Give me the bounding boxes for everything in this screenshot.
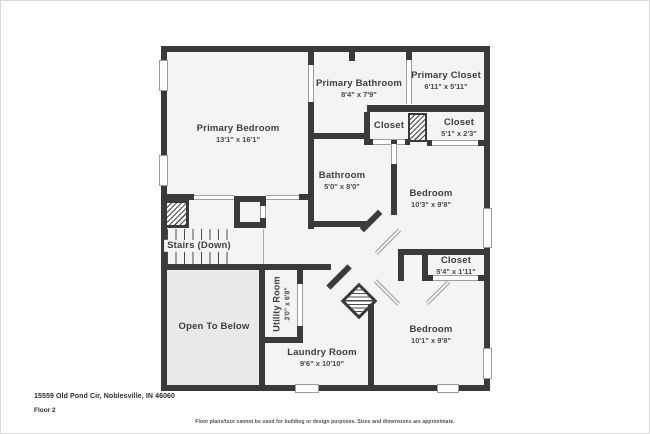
window xyxy=(159,155,168,186)
wall-segment xyxy=(405,139,410,145)
room-label-stairs: Stairs (Down) xyxy=(164,239,234,253)
door-opening xyxy=(308,65,314,102)
wall-segment xyxy=(234,196,266,202)
wall-segment xyxy=(260,218,266,228)
wall-segment xyxy=(299,194,308,200)
wall-segment xyxy=(234,196,240,228)
wall-segment xyxy=(349,52,355,61)
wall-segment xyxy=(297,270,303,284)
wall-segment xyxy=(259,337,303,343)
room-label-closet-se: Closet 5'4" x 1'11" xyxy=(436,254,476,277)
room-label-primary-bathroom: Primary Bathroom 8'4" x 7'9" xyxy=(315,77,403,100)
room-label-bedroom-se: Bedroom 10'1" x 9'8" xyxy=(409,323,453,346)
wall-segment xyxy=(234,222,266,228)
fireplace-hatch xyxy=(164,200,189,228)
door-opening xyxy=(266,195,299,200)
wall-segment xyxy=(308,102,314,229)
room-label-laundry-room: Laundry Room 9'6" x 10'10" xyxy=(287,346,357,369)
wall-segment xyxy=(391,164,397,215)
window xyxy=(483,348,492,379)
door-opening xyxy=(391,144,397,164)
door-opening xyxy=(194,195,234,200)
wall-segment xyxy=(367,105,484,112)
wall-segment xyxy=(259,264,265,391)
footer-address: 15559 Old Pond Cir, Noblesville, IN 4606… xyxy=(34,393,176,400)
wall-segment xyxy=(478,275,484,281)
window xyxy=(483,208,492,248)
room-label-closet-small: Closet 5'1" x 2'3" xyxy=(441,116,477,139)
wall-segment xyxy=(364,112,370,142)
open-to-below-area xyxy=(167,270,259,385)
window xyxy=(295,384,319,393)
wall-segment xyxy=(422,255,428,281)
wall-segment xyxy=(308,52,314,65)
wall-segment xyxy=(398,249,484,255)
wall-segment xyxy=(406,52,412,60)
wall-segment xyxy=(427,140,432,146)
door-opening xyxy=(433,275,478,281)
wall-segment xyxy=(161,264,331,270)
room-label-closet-hall: Closet xyxy=(373,119,405,131)
wall-segment xyxy=(308,133,370,139)
room-label-bedroom-ne: Bedroom 10'3" x 9'8" xyxy=(409,187,453,210)
window xyxy=(159,60,168,91)
footer-disclaimer: Floor plans/tour cannot be used for buil… xyxy=(195,419,455,425)
room-label-primary-closet: Primary Closet 6'11" x 5'11" xyxy=(411,69,481,92)
stair-edge-line xyxy=(263,229,264,264)
room-label-open-to-below: Open To Below xyxy=(178,320,250,332)
wall-segment xyxy=(398,255,404,281)
wall-segment xyxy=(428,275,433,281)
door-opening xyxy=(432,140,478,146)
wall-outer-bottom xyxy=(161,385,490,391)
wall-segment xyxy=(478,140,484,146)
door-opening xyxy=(297,284,303,326)
wall-segment xyxy=(368,304,374,391)
door-opening xyxy=(406,60,412,104)
wall-segment xyxy=(161,194,194,200)
wall-segment xyxy=(391,140,397,144)
wall-segment xyxy=(308,221,368,227)
door-opening xyxy=(373,139,405,145)
wall-segment xyxy=(364,139,373,145)
wall-segment xyxy=(260,196,266,206)
wall-outer-top xyxy=(161,46,490,52)
window xyxy=(437,384,459,393)
room-label-primary-bedroom: Primary Bedroom 13'1" x 16'1" xyxy=(196,122,280,145)
door-opening xyxy=(260,206,266,218)
room-label-bathroom: Bathroom 5'0" x 8'0" xyxy=(318,169,366,192)
room-label-utility-room: Utility Room 3'0" x 6'8" xyxy=(271,276,292,332)
chimney-hatch xyxy=(408,113,427,142)
footer-floor-label: Floor 2 xyxy=(34,407,56,414)
wall-segment xyxy=(297,326,303,343)
